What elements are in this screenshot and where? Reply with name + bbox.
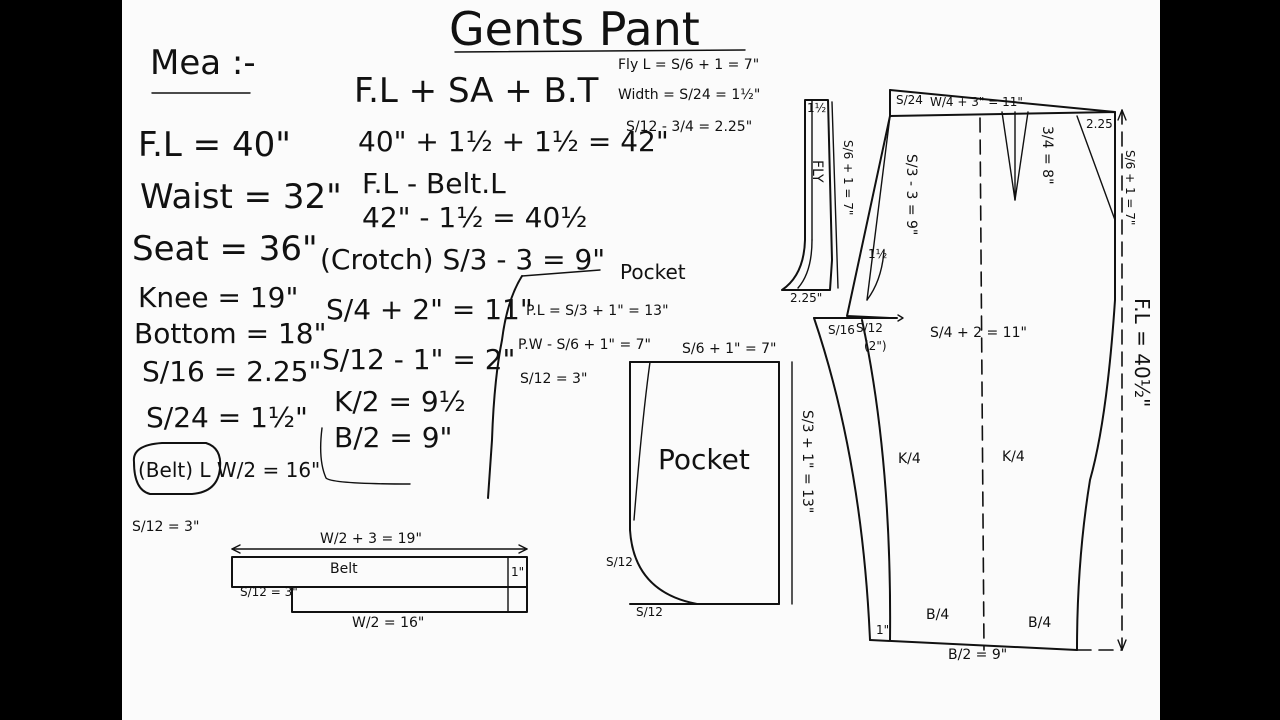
pocket-note-s12: S/12 = 3" (520, 371, 588, 387)
pocket-label: Pocket (658, 443, 750, 476)
pocket-note-length: P.L = S/3 + 1" = 13" (526, 303, 669, 319)
fly-side-dimension: S/6 + 1 = 7" (841, 140, 855, 216)
pant-top-right: 2.25 (1086, 117, 1113, 131)
pocket-note-width: P.W - S/6 + 1" = 7" (518, 337, 651, 353)
measurement-knee: Knee = 19" (138, 281, 299, 314)
belt-bottom-dimension: W/2 = 16" (352, 615, 425, 631)
measurements-heading: Mea :- (150, 43, 256, 83)
measurement-s12: S/12 = 3" (132, 519, 200, 535)
formula-s12: S/12 - 1" = 2" (322, 343, 516, 376)
pant-seat-mark-3: (2") (864, 339, 887, 353)
formula-total-length: F.L + SA + B.T (354, 71, 599, 111)
pant-waist: W/4 + 3" = 11" (930, 95, 1023, 109)
pant-seat-mark-1: S/16 (828, 323, 855, 337)
fly-note-length: Fly L = S/6 + 1 = 7" (618, 57, 760, 73)
fly-bottom-dimension: 2.25" (790, 291, 823, 305)
belt-label: Belt (330, 561, 358, 577)
formula-fl-belt-value: 42" - 1½ = 40½ (362, 201, 588, 234)
formula-fl-belt: F.L - Belt.L (362, 167, 506, 200)
fly-note-s12: S/12 - 3/4 = 2.25" (626, 119, 753, 135)
pant-bottom-line: B/2 = 9" (948, 647, 1008, 663)
pant-crotch-small: 1½ (868, 247, 888, 261)
measurement-waist: Waist = 32" (140, 177, 342, 217)
pocket-side-dimension: S/3 + 1" = 13" (799, 410, 815, 514)
fly-note-width: Width = S/24 = 1½" (618, 87, 761, 103)
belt-end-mark: 1" (511, 565, 525, 579)
formula-bottom: B/2 = 9" (334, 421, 453, 454)
fly-width-mark: 1½ (807, 101, 827, 115)
formula-knee: K/2 = 9½ (334, 385, 466, 418)
measurement-seat: Seat = 36" (132, 229, 318, 269)
belt-side-dimension: S/12 = 3" (240, 585, 298, 599)
measurement-s16: S/16 = 2.25" (142, 355, 322, 388)
formula-crotch: (Crotch) S/3 - 3 = 9" (320, 243, 606, 276)
pant-top-left: S/24 (896, 93, 923, 107)
pattern-drawings (132, 49, 1127, 651)
pant-knee-mark-1: K/4 (898, 451, 921, 467)
pattern-sheet: Gents Pant Mea :- F.L = 40" Waist = 32" … (122, 0, 1160, 720)
pant-crotch: S/3 - 3 = 9" (903, 154, 919, 236)
formula-seat-quarter: S/4 + 2" = 11" (326, 293, 533, 326)
pant-dart: 3/4 = 8" (1039, 126, 1055, 185)
formula-total-value: 40" + 1½ + 1½ = 42" (358, 125, 669, 158)
pocket-notes-heading: Pocket (620, 260, 686, 284)
pocket-top-dimension: S/6 + 1" = 7" (682, 341, 777, 357)
pant-right-dimension: S/6 + 1 = 7" (1123, 150, 1137, 226)
fly-label: FLY (809, 160, 825, 183)
pocket-curve-dimension: S/12 (606, 555, 633, 569)
pocket-bottom-dimension: S/12 (636, 605, 663, 619)
pant-seat-line: S/4 + 2 = 11" (930, 325, 1027, 341)
belt-top-dimension: W/2 + 3 = 19" (320, 531, 422, 547)
pant-side-mark: 1" (876, 623, 890, 637)
measurement-bottom: Bottom = 18" (134, 317, 327, 350)
measurement-fl: F.L = 40" (138, 125, 291, 165)
measurement-belt: (Belt) L W/2 = 16" (138, 458, 321, 482)
pant-full-length: F.L = 40½" (1130, 298, 1154, 408)
pant-bottom-mark-1: B/4 (926, 607, 950, 623)
pant-knee-mark-2: K/4 (1002, 449, 1025, 465)
pant-seat-mark-2: S/12 (856, 321, 883, 335)
page-title: Gents Pant (449, 2, 700, 56)
measurement-s24: S/24 = 1½" (146, 401, 308, 434)
pant-bottom-mark-2: B/4 (1028, 615, 1052, 631)
